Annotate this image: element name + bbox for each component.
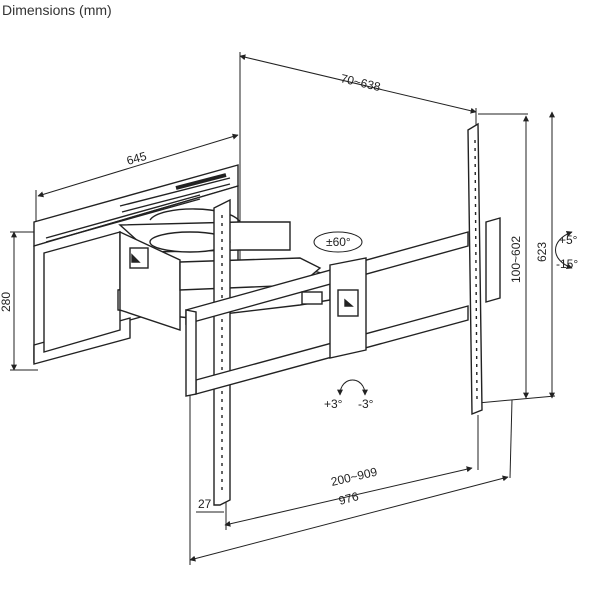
wall-plate-width-label: 645 (125, 149, 148, 168)
arm-height-label: 623 (535, 242, 549, 262)
extension-label: 70~638 (339, 71, 382, 94)
diagram-title: Dimensions (mm) (2, 2, 112, 18)
wall-offset-label: 27 (198, 497, 212, 511)
level-indicator: +3° -3° (324, 379, 374, 411)
level-minus-label: -3° (358, 397, 374, 411)
vesa-horizontal-label: 200~909 (330, 465, 379, 489)
dimension-lines (10, 52, 556, 565)
tv-bracket (185, 122, 501, 506)
swivel-label: ±60° (326, 235, 351, 249)
tilt-indicator: +5° -15° (555, 231, 578, 271)
level-plus-label: +3° (324, 397, 343, 411)
swivel-indicator: ±60° (313, 231, 363, 253)
vesa-vertical-label: 100~602 (509, 236, 523, 283)
wall-plate-height-label: 280 (0, 292, 13, 312)
overall-width-label: 976 (337, 489, 360, 508)
tilt-up-label: +5° (559, 233, 578, 247)
tilt-down-label: -15° (556, 257, 578, 271)
